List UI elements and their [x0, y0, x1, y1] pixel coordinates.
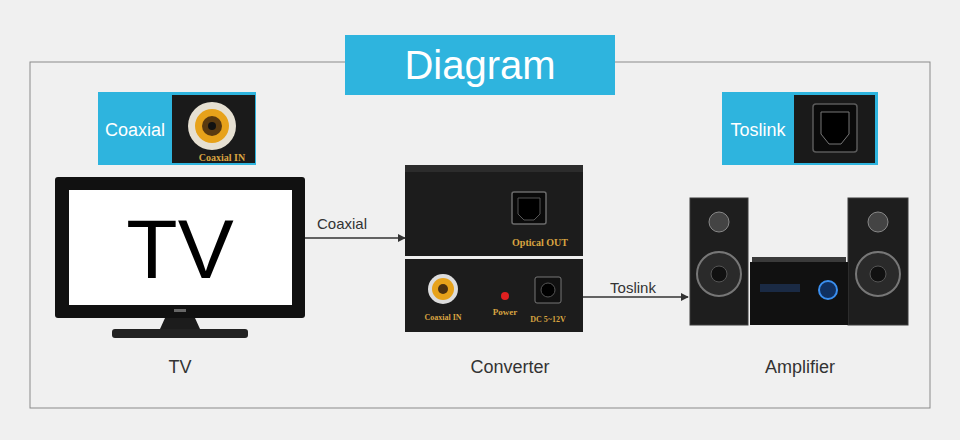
callout-box: CoaxialCoaxial IN	[98, 92, 256, 165]
tv-neck	[160, 318, 200, 329]
port-photo	[794, 95, 875, 163]
port-label: Optical OUT	[512, 238, 568, 248]
frame	[30, 62, 930, 408]
callout-label: Toslink	[730, 121, 785, 139]
tweeter	[868, 212, 888, 232]
jack-label: Coaxial IN	[199, 153, 245, 163]
woofer-cap	[870, 266, 886, 282]
callout-label: Coaxial	[105, 121, 165, 139]
callout-box: Toslink	[722, 92, 878, 165]
converter-device: Optical OUT Coaxial IN Power DC 5~12V Conver…	[405, 165, 583, 380]
optical-opening	[518, 198, 540, 220]
amp-body	[750, 262, 848, 325]
signal-label: Coaxial	[315, 215, 369, 232]
dc-hole	[541, 283, 555, 297]
device-caption: Amplifier	[765, 358, 835, 376]
converter-lower	[405, 259, 583, 332]
coax-insulator	[432, 278, 454, 300]
title-text: Diagram	[404, 45, 555, 85]
device-caption: TV	[168, 358, 191, 376]
amp-knob	[819, 281, 837, 299]
port-label: Coaxial IN	[424, 314, 461, 322]
screen-text: TV	[126, 207, 233, 291]
power-led	[501, 292, 509, 300]
dc-jack	[535, 277, 561, 303]
amplifier-device: Amplifier	[688, 195, 910, 380]
woofer	[856, 252, 900, 296]
coax-core	[438, 284, 448, 294]
port-label: Power	[493, 308, 518, 317]
speaker	[690, 198, 748, 325]
tweeter	[709, 212, 729, 232]
signal-arrow	[583, 296, 688, 298]
title-box: Diagram	[345, 35, 615, 95]
device-caption: Converter	[470, 358, 549, 376]
tv-bezel	[55, 177, 305, 318]
tv-logo	[174, 309, 186, 312]
woofer-cap	[711, 266, 727, 282]
amp-display	[760, 284, 800, 292]
port-label: DC 5~12V	[530, 316, 566, 324]
toslink-opening	[821, 112, 849, 144]
signal-label: Toslink	[608, 279, 658, 296]
jack-ring	[188, 102, 236, 150]
jack-photo	[172, 95, 255, 163]
callout-box	[98, 92, 256, 165]
converter-upper	[405, 172, 583, 256]
optical-port	[512, 192, 546, 224]
coax-jack	[428, 274, 458, 304]
tv-device: TV TV	[55, 177, 305, 380]
tv-screen	[69, 190, 292, 305]
tv-base	[112, 329, 248, 338]
signal-arrow	[305, 237, 405, 239]
toslink-port	[813, 104, 857, 152]
speaker	[848, 198, 908, 325]
jack-pin	[208, 122, 216, 130]
jack-insulator	[195, 109, 229, 143]
callout-box	[722, 92, 878, 165]
woofer	[697, 252, 741, 296]
jack-core	[202, 116, 222, 136]
